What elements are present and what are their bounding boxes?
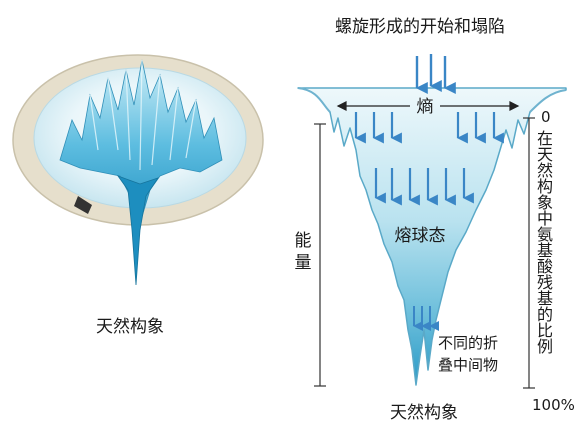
entropy-width-arrow bbox=[336, 101, 520, 111]
funnel-ridge-lines bbox=[89, 59, 197, 171]
ratio-axis bbox=[523, 117, 535, 389]
energy-axis-label-2: 量 bbox=[295, 253, 312, 273]
funnel-top-surface bbox=[297, 87, 567, 113]
folding-arrows-lower bbox=[413, 306, 439, 331]
left-caption: 天然构象 bbox=[96, 317, 164, 337]
energy-axis-label-1: 能 bbox=[295, 231, 312, 251]
folding-arrows-middle bbox=[374, 168, 474, 206]
energy-axis bbox=[314, 123, 326, 387]
ratio-top-tick: 0 bbox=[541, 108, 551, 126]
entropy-arrows-top bbox=[415, 54, 456, 94]
ratio-bottom-tick: 100% bbox=[532, 396, 575, 414]
landscape-3d-illustration bbox=[12, 54, 264, 286]
bottom-caption: 天然构象 bbox=[390, 403, 458, 423]
intermediates-label-line2: 叠中间物 bbox=[438, 356, 498, 374]
funnel-rim-shadow bbox=[74, 196, 92, 214]
molten-globule-label: 熔球态 bbox=[395, 226, 446, 246]
intermediates-label-line1: 不同的折 bbox=[438, 334, 498, 352]
funnel-central-spike bbox=[116, 175, 159, 286]
entropy-label: 熵 bbox=[417, 97, 434, 117]
folding-arrows-upper bbox=[354, 112, 504, 144]
funnel-title: 螺旋形成的开始和塌陷 bbox=[335, 17, 505, 37]
ratio-axis-label: 在天然构象中氨基酸残基的比例 bbox=[534, 130, 553, 354]
